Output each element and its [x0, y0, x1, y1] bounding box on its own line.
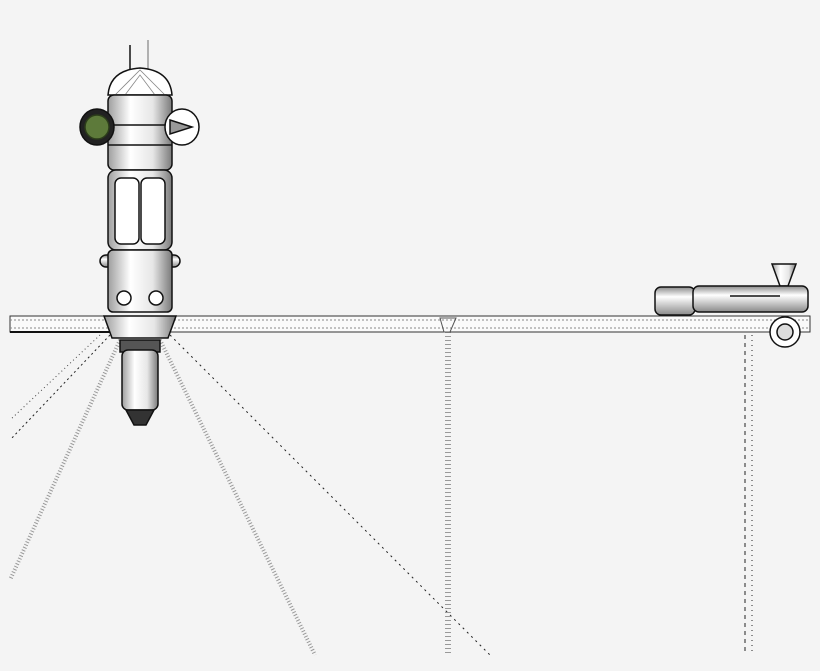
support-trusses: [8, 332, 753, 656]
vertical-module: [79, 40, 200, 426]
right-module: [654, 263, 809, 348]
